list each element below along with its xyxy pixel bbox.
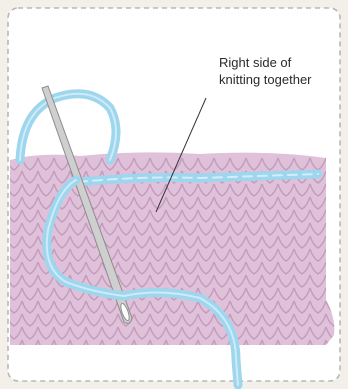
callout-line-1: Right side of <box>219 54 344 71</box>
callout-label: Right side of knitting together <box>219 54 344 88</box>
callout-line-2: knitting together <box>219 71 344 88</box>
